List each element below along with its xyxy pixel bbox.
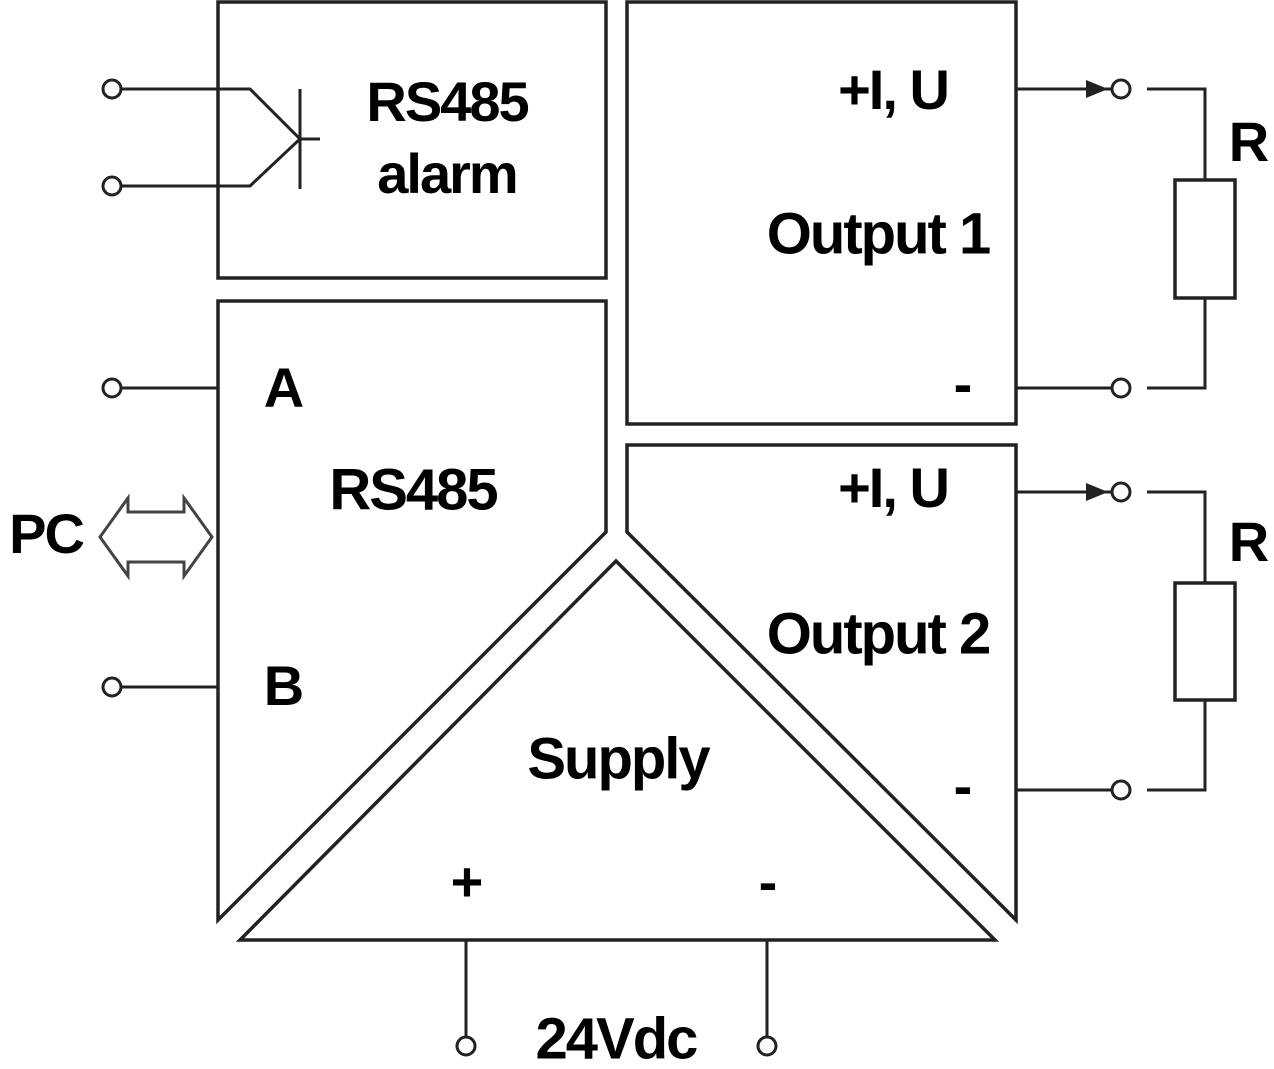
alarm-terminal-2: [101, 175, 123, 197]
output2-terminal-positive: [1110, 481, 1132, 503]
output2-title: Output 2: [767, 601, 989, 666]
rs485-title: RS485: [329, 457, 497, 522]
output2-load-label: R: [1229, 510, 1269, 573]
terminal-b-label: B: [264, 654, 302, 717]
output1-terminal-positive: [1110, 78, 1132, 100]
supply-terminal-positive: [455, 1035, 477, 1057]
bidirectional-arrow-icon: [98, 493, 214, 581]
output2-positive-label: +I, U: [838, 456, 948, 519]
supply-terminal-negative: [756, 1035, 778, 1057]
alarm-terminal-1: [101, 78, 123, 100]
pc-label: PC: [9, 502, 83, 565]
output1-load-label: R: [1229, 110, 1269, 173]
rs485-alarm-block: RS485 alarm: [101, 0, 608, 280]
output2-block: +I, U Output 2 - R: [625, 443, 1271, 925]
arrow-icon: [1086, 483, 1108, 501]
output2-terminal-negative: [1110, 779, 1132, 801]
alarm-transistor-icon: [121, 87, 320, 189]
arrow-icon: [1086, 80, 1108, 98]
output1-title: Output 1: [767, 201, 990, 266]
resistor-icon: [1173, 581, 1237, 702]
terminal-a-label: A: [264, 356, 303, 419]
supply-negative-label: -: [759, 850, 776, 913]
supply-positive-label: +: [451, 850, 482, 913]
terminal-a: [101, 377, 123, 399]
output1-negative-label: -: [954, 352, 971, 415]
output1-block: +I, U Output 1 - R: [625, 0, 1271, 426]
output2-negative-label: -: [954, 754, 971, 817]
supply-block: Supply + - 24Vdc: [235, 558, 1000, 1069]
alarm-block-line1: RS485: [366, 70, 528, 133]
supply-voltage-label: 24Vdc: [536, 1006, 698, 1069]
output1-positive-label: +I, U: [838, 58, 948, 121]
rs485-block: A RS485 B PC: [9, 299, 608, 925]
supply-title: Supply: [527, 726, 710, 791]
output1-terminal-negative: [1110, 377, 1132, 399]
resistor-icon: [1173, 178, 1237, 300]
terminal-b: [101, 676, 123, 698]
alarm-block-line2: alarm: [377, 142, 516, 205]
